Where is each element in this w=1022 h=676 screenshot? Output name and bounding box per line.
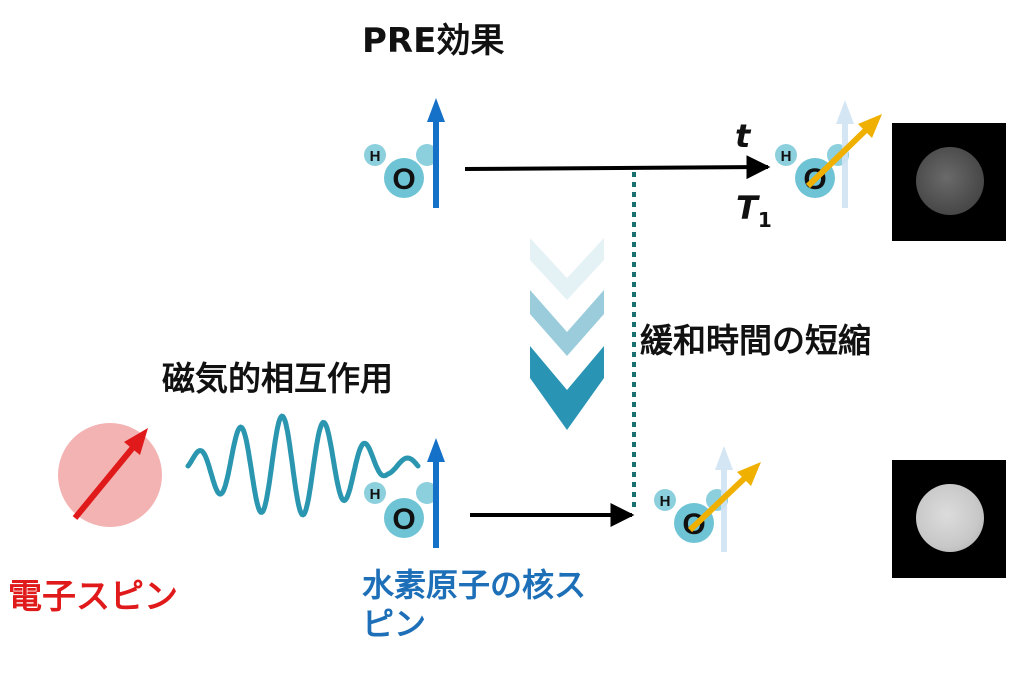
nuclear-spin-up-arrow (427, 438, 445, 548)
electron-spin-arrow-head (124, 428, 148, 455)
nuclear-spin-label: 水素原子の核スピン (362, 566, 587, 644)
chevron-3 (530, 346, 604, 430)
electron-spin (58, 423, 162, 527)
oxygen-symbol: O (392, 503, 415, 536)
relaxed-spin-arrow-head (858, 114, 882, 138)
time-axis-arrow-top (464, 155, 771, 180)
t1-label: T1 (736, 189, 772, 230)
hydrogen-atom-left (364, 144, 386, 166)
hydrogen-atom-left (775, 144, 797, 166)
water-molecule-relaxed-bottom: H O (654, 446, 761, 552)
hydrogen-atom-right (416, 144, 438, 166)
mri-phantom-bright (916, 484, 984, 552)
t1-symbol: T (736, 189, 758, 227)
hydrogen-symbol: H (370, 486, 381, 503)
downward-chevrons (530, 238, 604, 430)
chevron-1 (530, 238, 604, 300)
relaxed-spin-arrow-shaft (687, 472, 751, 533)
water-molecule-relaxed-top: H O (775, 100, 882, 208)
hydrogen-symbol: H (781, 148, 792, 165)
hydrogen-atom-left (364, 482, 386, 504)
mri-image-dark (892, 123, 1006, 241)
hydrogen-atom-right (416, 482, 438, 504)
water-molecule-top: H O (364, 98, 445, 208)
water-molecule-bottom: H O (364, 438, 445, 548)
magnetic-interaction-label: 磁気的相互作用 (162, 359, 393, 398)
electron-spin-arrow-shaft (72, 443, 138, 520)
mri-phantom-dark (916, 147, 984, 215)
magnetic-interaction-wave (185, 413, 421, 518)
chevron-2 (530, 290, 604, 356)
hydrogen-symbol: H (370, 148, 381, 165)
diagram-title: PRE効果 (362, 21, 505, 61)
mri-image-bright (892, 460, 1006, 578)
oxygen-symbol: O (392, 163, 415, 196)
time-label: t (735, 117, 751, 155)
hydrogen-atom-left (654, 489, 676, 511)
relaxation-shortening-label: 緩和時間の短縮 (640, 321, 871, 360)
hydrogen-symbol: H (660, 493, 671, 510)
relaxed-spin-arrow-shaft (805, 124, 872, 189)
oxygen-atom (384, 158, 424, 198)
oxygen-atom (384, 498, 424, 538)
nuclear-spin-up-arrow (427, 98, 445, 208)
relaxed-spin-arrow-head (737, 462, 761, 486)
electron-spin-label: 電子スピン (8, 577, 178, 617)
t1-subscript: 1 (757, 208, 772, 232)
